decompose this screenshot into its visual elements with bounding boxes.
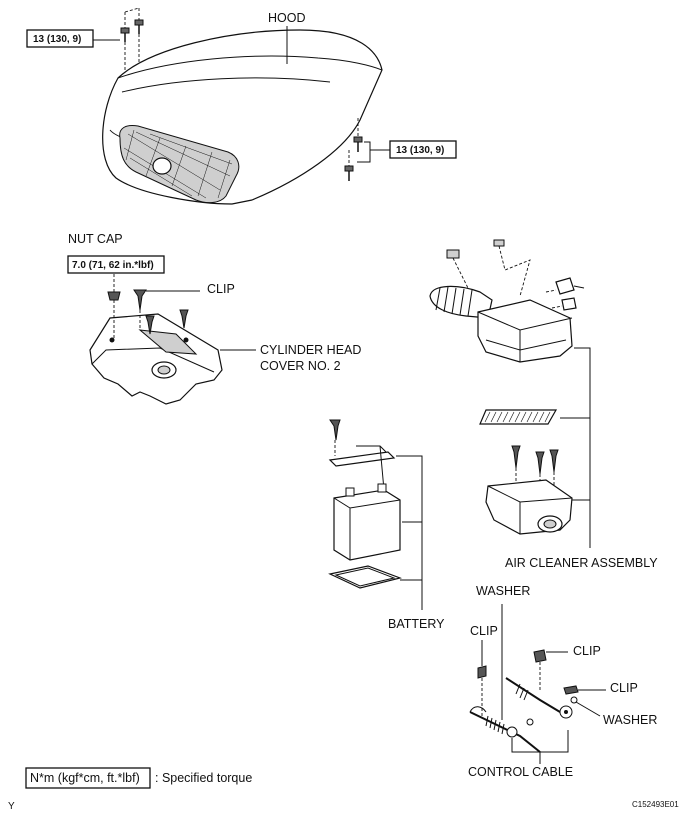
label-battery: BATTERY (388, 617, 445, 631)
label-clip-left: CLIP (470, 624, 498, 638)
label-cylinder-head-2: COVER NO. 2 (260, 359, 341, 373)
nut-cap-part (107, 291, 121, 301)
torque-value-nut-cap: 7.0 (71, 62 in.*lbf) (72, 260, 154, 271)
battery-body (333, 489, 401, 561)
label-washer-right: WASHER (603, 713, 657, 727)
label-hood: HOOD (268, 11, 306, 25)
clip-part-cover (133, 289, 147, 311)
hood-bolts-side (344, 118, 363, 181)
torque-legend: N*m (kgf*cm, ft.*lbf) : Specified torque (25, 767, 252, 789)
hood-emblem (152, 157, 172, 175)
battery-group (328, 419, 423, 610)
label-cylinder-head-1: CYLINDER HEAD (260, 343, 361, 357)
cylinder-head-cover (89, 274, 256, 405)
figure-id: C152493E01 (632, 800, 679, 809)
air-filter-element (479, 409, 558, 425)
label-clip-upper: CLIP (573, 644, 601, 658)
label-washer-top: WASHER (476, 584, 530, 598)
air-cleaner-assembly (429, 239, 591, 548)
torque-box-nut-cap: 7.0 (71, 62 in.*lbf) (67, 255, 165, 274)
label-clip-lower: CLIP (610, 681, 638, 695)
torque-box-hood-side: 13 (130, 9) (389, 140, 457, 159)
label-clip-cover: CLIP (207, 282, 235, 296)
hood (93, 7, 390, 205)
corner-left-mark: Y (8, 801, 15, 812)
battery-tray (328, 565, 403, 589)
label-nut-cap: NUT CAP (68, 232, 123, 246)
torque-value-hood-side: 13 (130, 9) (396, 145, 444, 156)
label-air-cleaner: AIR CLEANER ASSEMBLY (505, 556, 658, 570)
legend-description: : Specified torque (155, 771, 252, 785)
torque-value-hood-top: 13 (130, 9) (33, 34, 81, 45)
torque-box-hood-top: 13 (130, 9) (26, 29, 94, 48)
label-control-cable: CONTROL CABLE (468, 765, 573, 779)
control-cable-group (469, 604, 606, 764)
legend-box-text: N*m (kgf*cm, ft.*lbf) (30, 771, 140, 785)
hood-bolts-top (120, 7, 144, 70)
